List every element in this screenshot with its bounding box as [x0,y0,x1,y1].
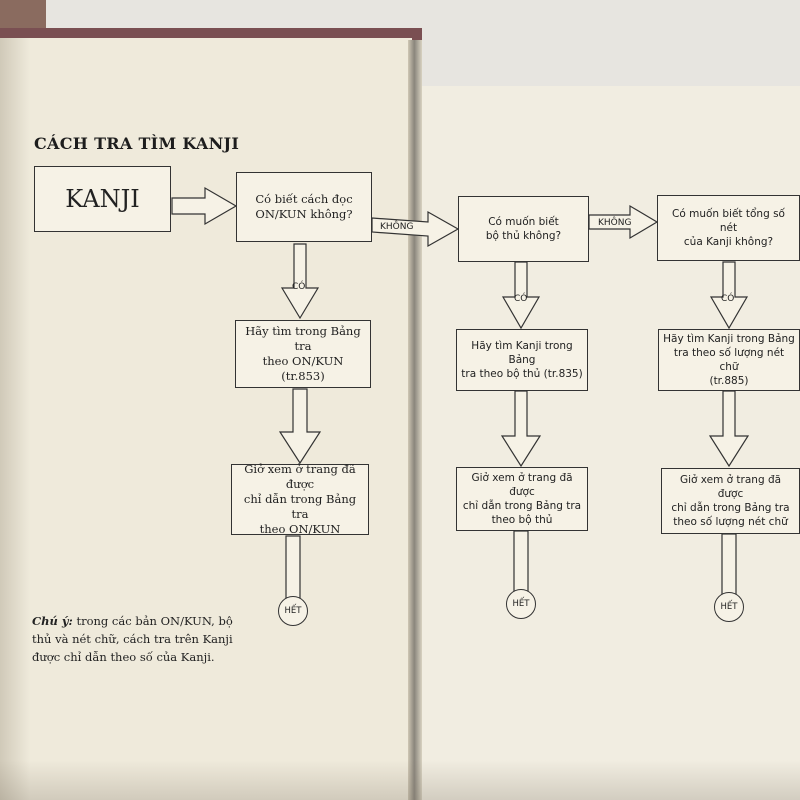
no-label-radical: KHÔNG [598,218,632,228]
kanji-box: KANJI [34,166,171,232]
goto-strokes-box: Giở xem ở trang đã được chỉ dẫn trong Bả… [661,468,800,534]
no-label-onkun: KHÔNG [380,222,414,232]
footnote-lead: Chú ý: [32,614,73,628]
left-page [0,38,412,800]
footnote: Chú ý: trong các bản ON/KUN, bộ thủ và n… [32,612,242,666]
stem-radical [513,530,529,594]
question-strokes-box: Có muốn biết tổng số nét của Kanji không… [657,195,800,261]
yes-label-radical: CÓ [514,294,528,304]
step-onkun-box: Hãy tìm trong Bảng tra theo ON/KUN (tr.8… [235,320,371,388]
arrow-yes-onkun [280,243,320,320]
footnote-text: trong các bản ON/KUN, bộ thủ và nét chữ,… [32,614,233,664]
page-shadow [0,38,30,800]
arrow-step-onkun [278,388,322,465]
yes-label-strokes: CÓ [721,294,735,304]
yes-label-onkun: CÓ [292,282,306,292]
end-circle-radical: HẾT [506,589,536,619]
arrow-no-onkun [371,210,460,248]
question-radical-box: Có muốn biết bộ thủ không? [458,196,589,262]
bottom-shadow [0,760,800,800]
step-strokes-box: Hãy tìm Kanji trong Bảng tra theo số lượ… [658,329,800,391]
end-circle-onkun: HẾT [278,596,308,626]
goto-onkun-box: Giở xem ở trang đã được chỉ dẫn trong Bả… [231,462,369,536]
book-corner [0,0,46,30]
step-radical-box: Hãy tìm Kanji trong Bảng tra theo bộ thủ… [456,329,588,391]
arrow-step-strokes [708,390,750,468]
page-title: CÁCH TRA TÌM KANJI [34,134,240,153]
stem-strokes [721,533,737,597]
goto-radical-box: Giở xem ở trang đã được chỉ dẫn trong Bả… [456,467,588,531]
arrow-step-radical [500,390,542,468]
end-circle-strokes: HẾT [714,592,744,622]
arrow-no-radical [588,204,659,240]
arrow-yes-strokes [709,261,749,330]
stem-onkun [285,535,301,599]
question-onkun-box: Có biết cách đọc ON/KUN không? [236,172,372,242]
arrow-kanji-to-question [171,186,238,226]
arrow-yes-radical [501,261,541,330]
